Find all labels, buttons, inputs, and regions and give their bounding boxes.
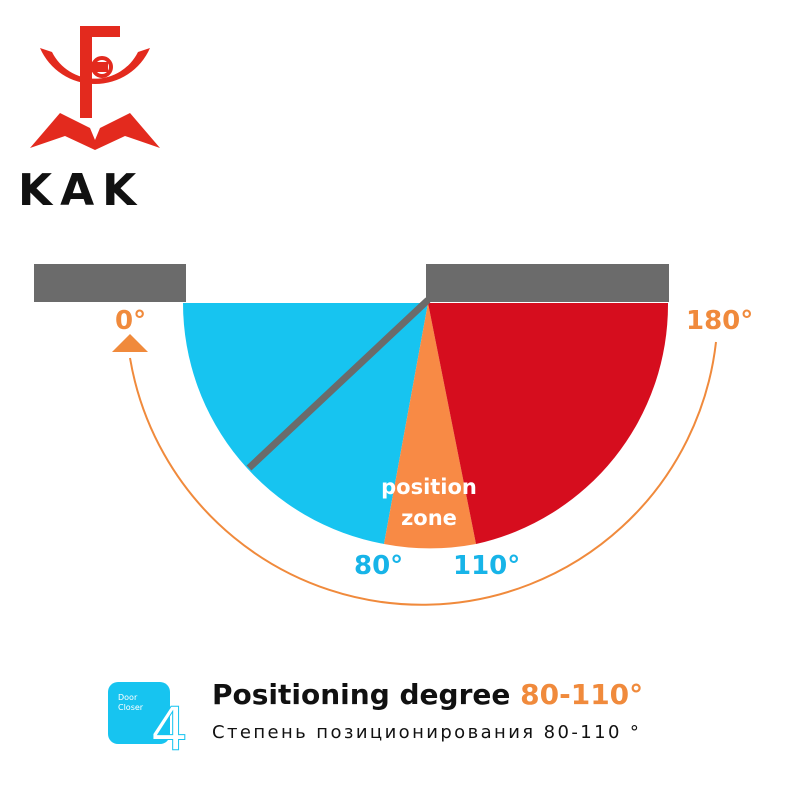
feature-subtitle: Степень позиционирования 80-110 ° xyxy=(212,722,642,743)
angle-label-zone-start: 80° xyxy=(354,551,403,581)
badge-number: 4 xyxy=(150,695,188,752)
zone-label-line2: zone xyxy=(401,506,457,530)
badge-label-line2: Closer xyxy=(118,703,144,712)
badge-label-line1: Door xyxy=(118,693,138,702)
arrow-up-icon xyxy=(112,334,148,352)
closed-sector xyxy=(428,303,669,544)
angle-label-closed: 180° xyxy=(686,306,753,336)
swing-arc xyxy=(129,341,717,606)
brand-logo xyxy=(30,26,160,150)
feature-heading-text: Positioning degree xyxy=(212,678,511,711)
door-leaf xyxy=(246,297,431,471)
feature-range: 80-110° xyxy=(520,678,644,711)
brand-name: KAK xyxy=(18,165,145,216)
angle-label-open: 0° xyxy=(115,306,146,336)
door-closer-badge: Door Closer 4 xyxy=(108,682,189,752)
open-sector xyxy=(183,303,428,544)
feature-heading: Positioning degree 80-110° xyxy=(212,678,643,711)
position-zone-sector xyxy=(384,303,476,549)
left-wall xyxy=(34,264,186,302)
right-wall xyxy=(426,264,669,302)
zone-label-line1: position xyxy=(381,475,477,499)
angle-label-zone-end: 110° xyxy=(453,551,520,581)
fk-crescent-logo-icon xyxy=(30,26,160,150)
